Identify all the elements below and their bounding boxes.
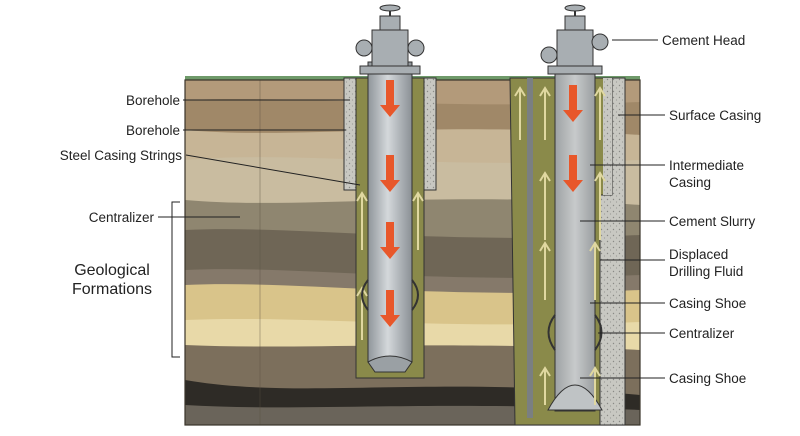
label-borehole-2: Borehole: [126, 123, 180, 138]
right-labels: Cement Head Surface Casing Intermediate …: [580, 33, 761, 386]
label-casing-shoe-1: Casing Shoe: [669, 296, 746, 311]
label-centralizer-left: Centralizer: [89, 210, 155, 225]
label-displaced-drilling-fluid-line2: Drilling Fluid: [669, 264, 743, 279]
label-cement-head: Cement Head: [662, 33, 745, 48]
label-displaced-drilling-fluid-line1: Displaced: [669, 247, 728, 262]
centralizer-icon: [361, 279, 419, 311]
wellhead-icon: [540, 4, 609, 75]
down-flow-arrows: [380, 80, 400, 327]
down-flow-arrows: [563, 85, 583, 192]
label-steel-casing-strings: Steel Casing Strings: [60, 148, 183, 163]
upward-flow-arrows: [356, 191, 424, 340]
upward-flow-arrows: [514, 86, 606, 405]
label-centralizer-right: Centralizer: [669, 326, 735, 341]
label-casing-shoe-2: Casing Shoe: [669, 371, 746, 386]
wellhead-icon: [355, 4, 425, 75]
left-well: [343, 4, 437, 379]
label-intermediate-casing-line2: Casing: [669, 175, 711, 190]
left-labels: Borehole Borehole Steel Casing Strings C…: [60, 93, 361, 358]
label-surface-casing: Surface Casing: [669, 108, 761, 123]
label-cement-slurry: Cement Slurry: [669, 214, 756, 229]
label-borehole-1: Borehole: [126, 93, 180, 108]
right-well: [509, 4, 626, 426]
centralizer-icon: [547, 314, 603, 351]
label-geological-formations-line2: Formations: [72, 281, 152, 298]
label-geological-formations-line1: Geological: [74, 262, 150, 279]
label-intermediate-casing-line1: Intermediate: [669, 158, 744, 173]
